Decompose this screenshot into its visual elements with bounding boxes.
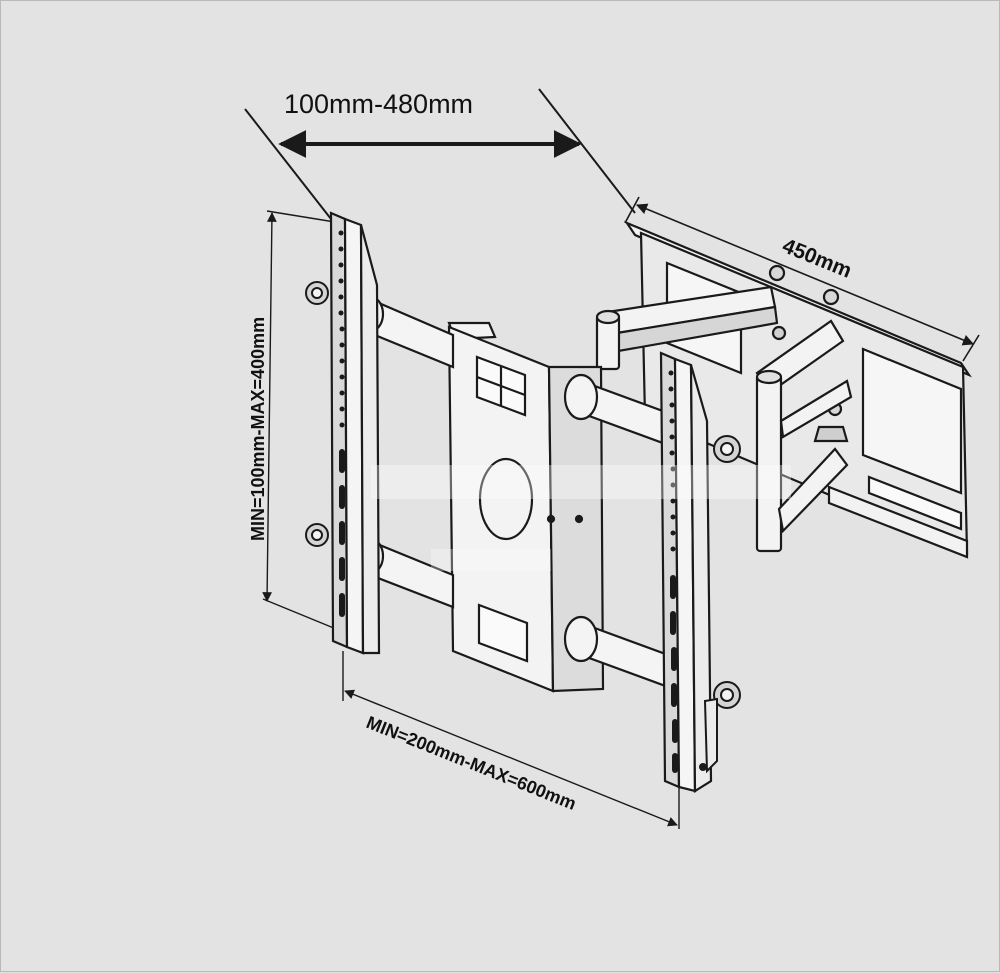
horizontal-spacing-dimension <box>342 651 680 829</box>
left-vertical-rail <box>329 211 381 655</box>
vertical-spacing-dimension <box>262 210 342 632</box>
left-rail-knobs <box>305 281 329 547</box>
depth-dimension <box>624 196 980 362</box>
right-rail-holes <box>668 370 678 773</box>
depth-label: 450mm <box>779 234 855 282</box>
watermark <box>371 465 791 571</box>
vertical-spacing-label: MIN=100mm-MAX=400mm <box>248 317 268 541</box>
arm-span-label: 100mm-480mm <box>284 89 473 119</box>
swing-arms <box>595 285 853 553</box>
horizontal-spacing-label: MIN=200mm-MAX=600mm <box>364 712 580 814</box>
right-vertical-rail <box>659 351 713 793</box>
right-rail-knobs <box>699 435 741 774</box>
center-bracket <box>447 321 605 693</box>
arm-span-dimension <box>244 88 636 220</box>
left-rail-holes <box>338 230 345 617</box>
